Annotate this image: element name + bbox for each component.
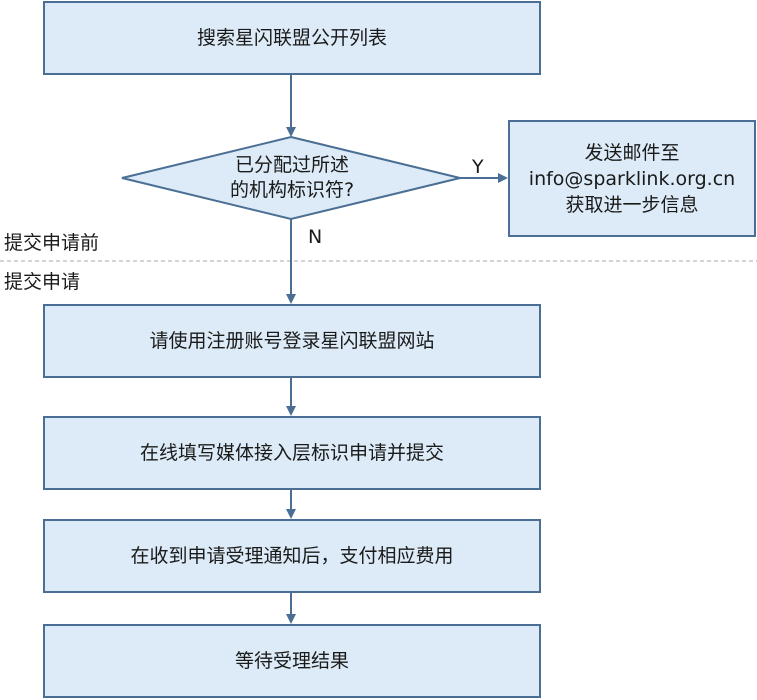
step-wait: 等待受理结果 <box>43 624 541 698</box>
branch-no-label: N <box>308 226 323 248</box>
step-fill: 在线填写媒体接入层标识申请并提交 <box>43 416 541 490</box>
branch-yes-label: Y <box>472 156 484 178</box>
decision-label-line1: 已分配过所述 <box>234 154 349 176</box>
step-pay-label: 在收到申请受理通知后，支付相应费用 <box>130 545 454 567</box>
phase-before-label: 提交申请前 <box>4 232 100 254</box>
step-search-label: 搜索星闪联盟公开列表 <box>196 27 387 49</box>
step-fill-label: 在线填写媒体接入层标识申请并提交 <box>139 442 444 464</box>
email-address: info@sparklink.org.cn <box>528 167 736 190</box>
phase-submit-label: 提交申请 <box>4 271 81 293</box>
email-box-line3: 获取进一步信息 <box>565 193 699 216</box>
decision-label-line2: 的机构标识符? <box>229 179 355 201</box>
email-info-box: 发送邮件至 info@sparklink.org.cn 获取进一步信息 <box>508 120 756 237</box>
step-search: 搜索星闪联盟公开列表 <box>43 1 541 75</box>
step-login-label: 请使用注册账号登录星闪联盟网站 <box>149 330 435 352</box>
step-login: 请使用注册账号登录星闪联盟网站 <box>43 304 541 378</box>
step-pay: 在收到申请受理通知后，支付相应费用 <box>43 519 541 593</box>
decision-label: 已分配过所述 的机构标识符? <box>172 153 412 203</box>
email-box-line1: 发送邮件至 <box>584 141 680 164</box>
step-wait-label: 等待受理结果 <box>234 650 349 672</box>
